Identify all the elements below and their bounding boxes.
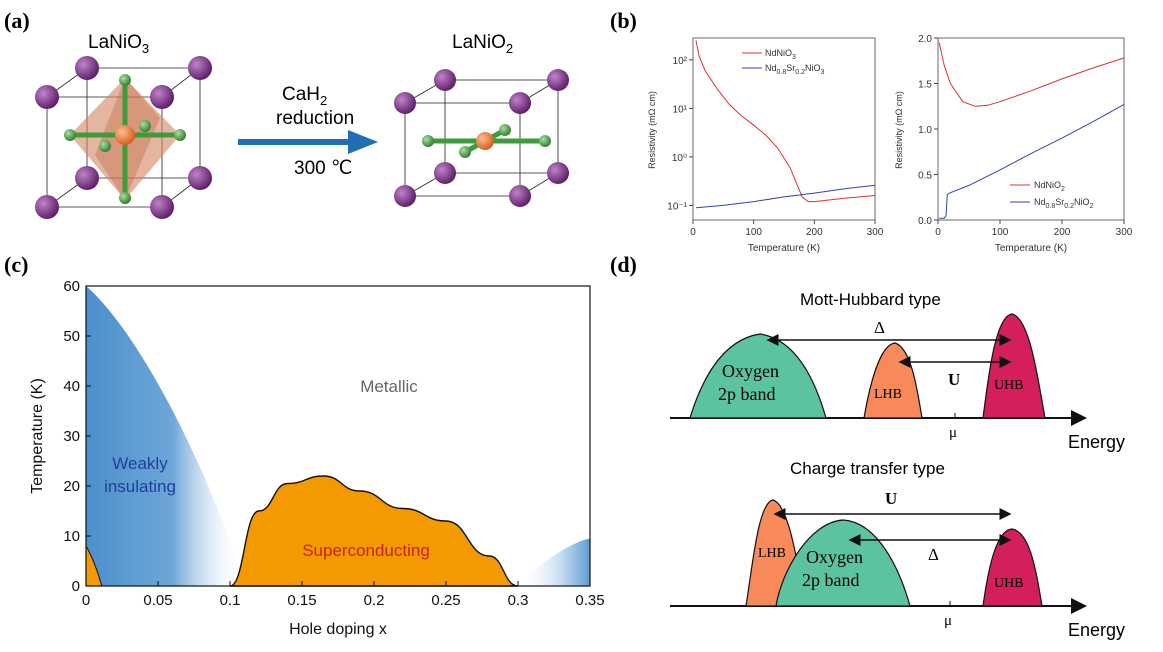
x-tick-label: 0.3 [508,592,529,609]
y-tick-label: 0.0 [918,216,932,227]
x-tick-label: 300 [867,227,884,238]
y-tick-label: 1.5 [918,80,932,91]
series-line-1 [695,40,876,203]
plot-frame [692,37,876,221]
weakly-insulating-region [86,286,245,586]
arrow-temperature: 300 ℃ [294,158,352,179]
energy-label-top: Energy [1068,432,1125,452]
x-tick-label: 0 [935,227,941,238]
oxygen-label-top-1: Oxygen [722,361,779,381]
x-tick-label: 0.15 [287,592,316,609]
x-axis-label: Temperature (K) [995,243,1067,254]
x-tick-label: 100 [745,227,762,238]
x-tick-label: 0 [690,227,696,238]
panel-label-d: (d) [610,252,637,277]
mu-label-bottom: μ [944,613,952,629]
reaction-arrow-head [348,130,378,154]
oxygen-band-top [689,333,827,419]
charge-transfer-title: Charge transfer type [790,459,945,478]
oxygen-label-bottom-1: Oxygen [806,547,863,567]
arrow-process: reduction [276,108,354,129]
energy-label-bottom: Energy [1068,620,1125,640]
legend-label-2: Nd0.8Sr0.2NiO2 [1034,197,1093,210]
region-label-superconducting: Superconducting [302,541,430,560]
x-tick-label: 300 [1116,227,1133,238]
lanio3-formula: LaNiO3 [88,32,149,56]
lanio3-crystal [35,56,212,219]
y-tick-label: 10² [673,56,688,67]
region-label-weakly: Weakly [112,454,168,473]
panel-label-c: (c) [4,252,28,277]
panel-b-left-plot: 0 100 200 300 10² 10¹ 10⁰ 10⁻¹ Temperature (K) Re… [647,37,884,254]
series-line-1 [938,42,1125,107]
arrow-reagent: CaH2 [282,84,327,108]
panel-label-b: (b) [610,8,637,33]
x-tick-label: 0.2 [364,592,385,609]
y-tick-label: 40 [63,378,80,395]
y-axis-label: Temperature (K) [29,378,46,494]
lhb-label-top: LHB [874,387,902,402]
y-tick-label: 1.0 [918,125,932,136]
delta-label-bottom: Δ [928,545,939,564]
y-tick-label: 10¹ [673,104,688,115]
y-tick-label: 20 [63,478,80,495]
x-tick-label: 0.1 [220,592,241,609]
lanio2-crystal [394,69,569,207]
region-label-insulating: insulating [104,477,176,496]
x-tick-label: 100 [992,227,1009,238]
lanio2-formula: LaNiO2 [452,32,513,56]
superconducting-dome [229,475,519,587]
lhb-top [863,342,923,419]
y-tick-label: 60 [63,278,80,295]
x-tick-label: 200 [1054,227,1071,238]
legend-label-2: Nd0.8Sr0.2NiO3 [765,63,824,76]
panel-a: LaNiO3 LaNiO2 [35,32,569,219]
y-tick-label: 2.0 [918,34,932,45]
series-line-2 [695,184,876,209]
y-tick-label: 10⁻¹ [667,201,687,212]
uhb-top [982,313,1046,419]
mott-hubbard-title: Mott-Hubbard type [800,290,941,309]
delta-label-top: Δ [874,318,885,337]
x-tick-label: 0 [82,592,90,609]
mu-label-top: μ [949,425,957,441]
legend-label-1: NdNiO3 [765,48,796,61]
lhb-label-bottom: LHB [758,546,786,561]
x-axis-label: Hole doping x [289,621,387,638]
oxygen-label-top-2: 2p band [718,384,776,404]
y-tick-label: 0.5 [918,171,932,182]
plot-frame [937,37,1125,221]
y-tick-label: 50 [63,328,80,345]
y-axis-label: Resistivity (mΩ cm) [894,91,904,169]
legend-label-1: NdNiO2 [1034,180,1065,193]
uhb-bottom [982,528,1043,607]
region-label-metallic: Metallic [360,377,418,396]
phase-diagram: 0 0.05 0.1 0.15 0.2 0.25 0.3 0.35 0 10 20 30 40 50 60H… [29,278,605,638]
x-tick-label: 200 [806,227,823,238]
right-insulating-region [518,538,590,586]
panel-d: Mott-Hubbard type Oxygen 2p band LHB UHB… [670,290,1125,640]
y-tick-label: 10⁰ [672,153,687,164]
uhb-label-top: UHB [994,378,1024,393]
u-label-top: U [948,370,960,389]
u-label-bottom: U [885,489,897,508]
x-tick-label: 0.05 [143,592,172,609]
x-tick-label: 0.25 [431,592,460,609]
x-axis-label: Temperature (K) [748,243,820,254]
oxygen-label-bottom-2: 2p band [802,570,860,590]
x-tick-label: 0.35 [575,592,604,609]
y-axis-label: Resistivity (mΩ cm) [647,91,657,169]
series-line-2 [939,103,1125,219]
uhb-label-bottom: UHB [994,576,1024,591]
panel-label-a: (a) [4,8,30,33]
y-tick-label: 30 [63,428,80,445]
y-tick-label: 0 [72,578,80,595]
y-tick-label: 10 [63,528,80,545]
